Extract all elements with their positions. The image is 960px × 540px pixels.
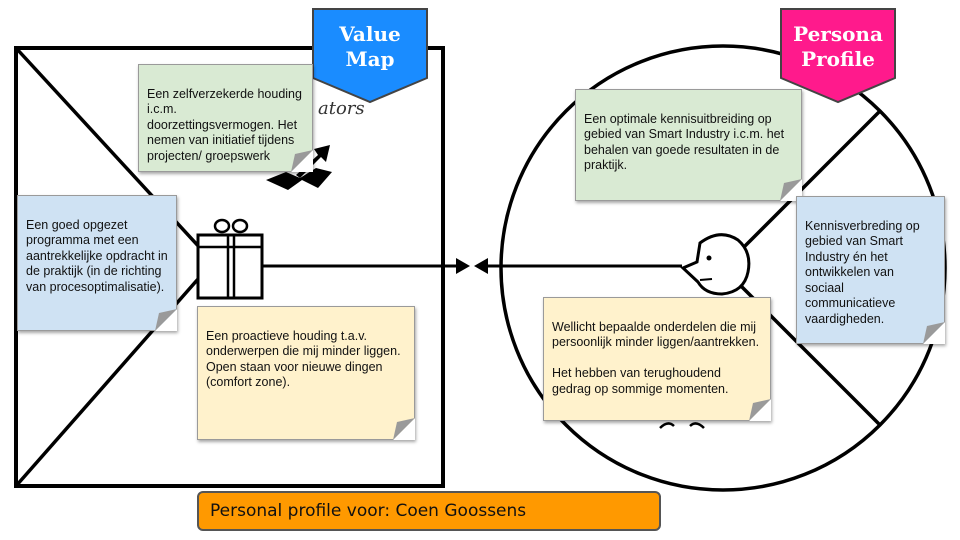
note-customer-jobs-text: Kennisverbreding op gebied van Smart Ind… — [805, 218, 920, 326]
note-products-services-text: Een goed opgezet programma met een aantr… — [26, 217, 168, 294]
value-map-title: Value Map — [339, 22, 401, 71]
personal-profile-label-text: Personal profile voor: Coen Goossens — [210, 501, 527, 521]
gift-icon — [196, 218, 264, 300]
note-pains-text: Wellicht bepaalde onderdelen die mij per… — [552, 319, 760, 396]
note-gains-text: Een optimale kennisuitbreiding op gebied… — [584, 111, 785, 173]
persona-profile-circle — [499, 44, 947, 492]
persona-profile-tag: Persona Profile — [780, 8, 896, 104]
note-customer-jobs[interactable]: Kennisverbreding op gebied van Smart Ind… — [796, 196, 945, 344]
value-map-diagonal-bottom — [14, 260, 215, 488]
value-map-tag: Value Map — [312, 8, 428, 104]
note-gain-creators[interactable]: Een zelfverzekerde houding i.c.m. doorze… — [138, 64, 313, 172]
face-icon — [680, 233, 751, 296]
arrow-left-head — [474, 258, 488, 274]
gain-creators-faded-label: ators — [318, 98, 365, 119]
note-gain-creators-text: Een zelfverzekerde houding i.c.m. doorze… — [147, 86, 302, 163]
note-pains[interactable]: Wellicht bepaalde onderdelen die mij per… — [543, 297, 771, 421]
personal-profile-label: Personal profile voor: Coen Goossens — [197, 491, 661, 531]
value-map-diagonal-top — [14, 46, 215, 264]
arrow-right-head — [456, 258, 470, 274]
shoulder-marks — [659, 422, 705, 429]
persona-divider-bottom — [721, 266, 882, 427]
note-products-services[interactable]: Een goed opgezet programma met een aantr… — [17, 195, 177, 331]
note-pain-relievers-text: Een proactieve houding t.a.v. onderwerpe… — [206, 328, 401, 390]
persona-profile-title: Persona Profile — [793, 22, 883, 71]
note-pain-relievers[interactable]: Een proactieve houding t.a.v. onderwerpe… — [197, 306, 415, 440]
note-gains[interactable]: Een optimale kennisuitbreiding op gebied… — [575, 89, 802, 201]
